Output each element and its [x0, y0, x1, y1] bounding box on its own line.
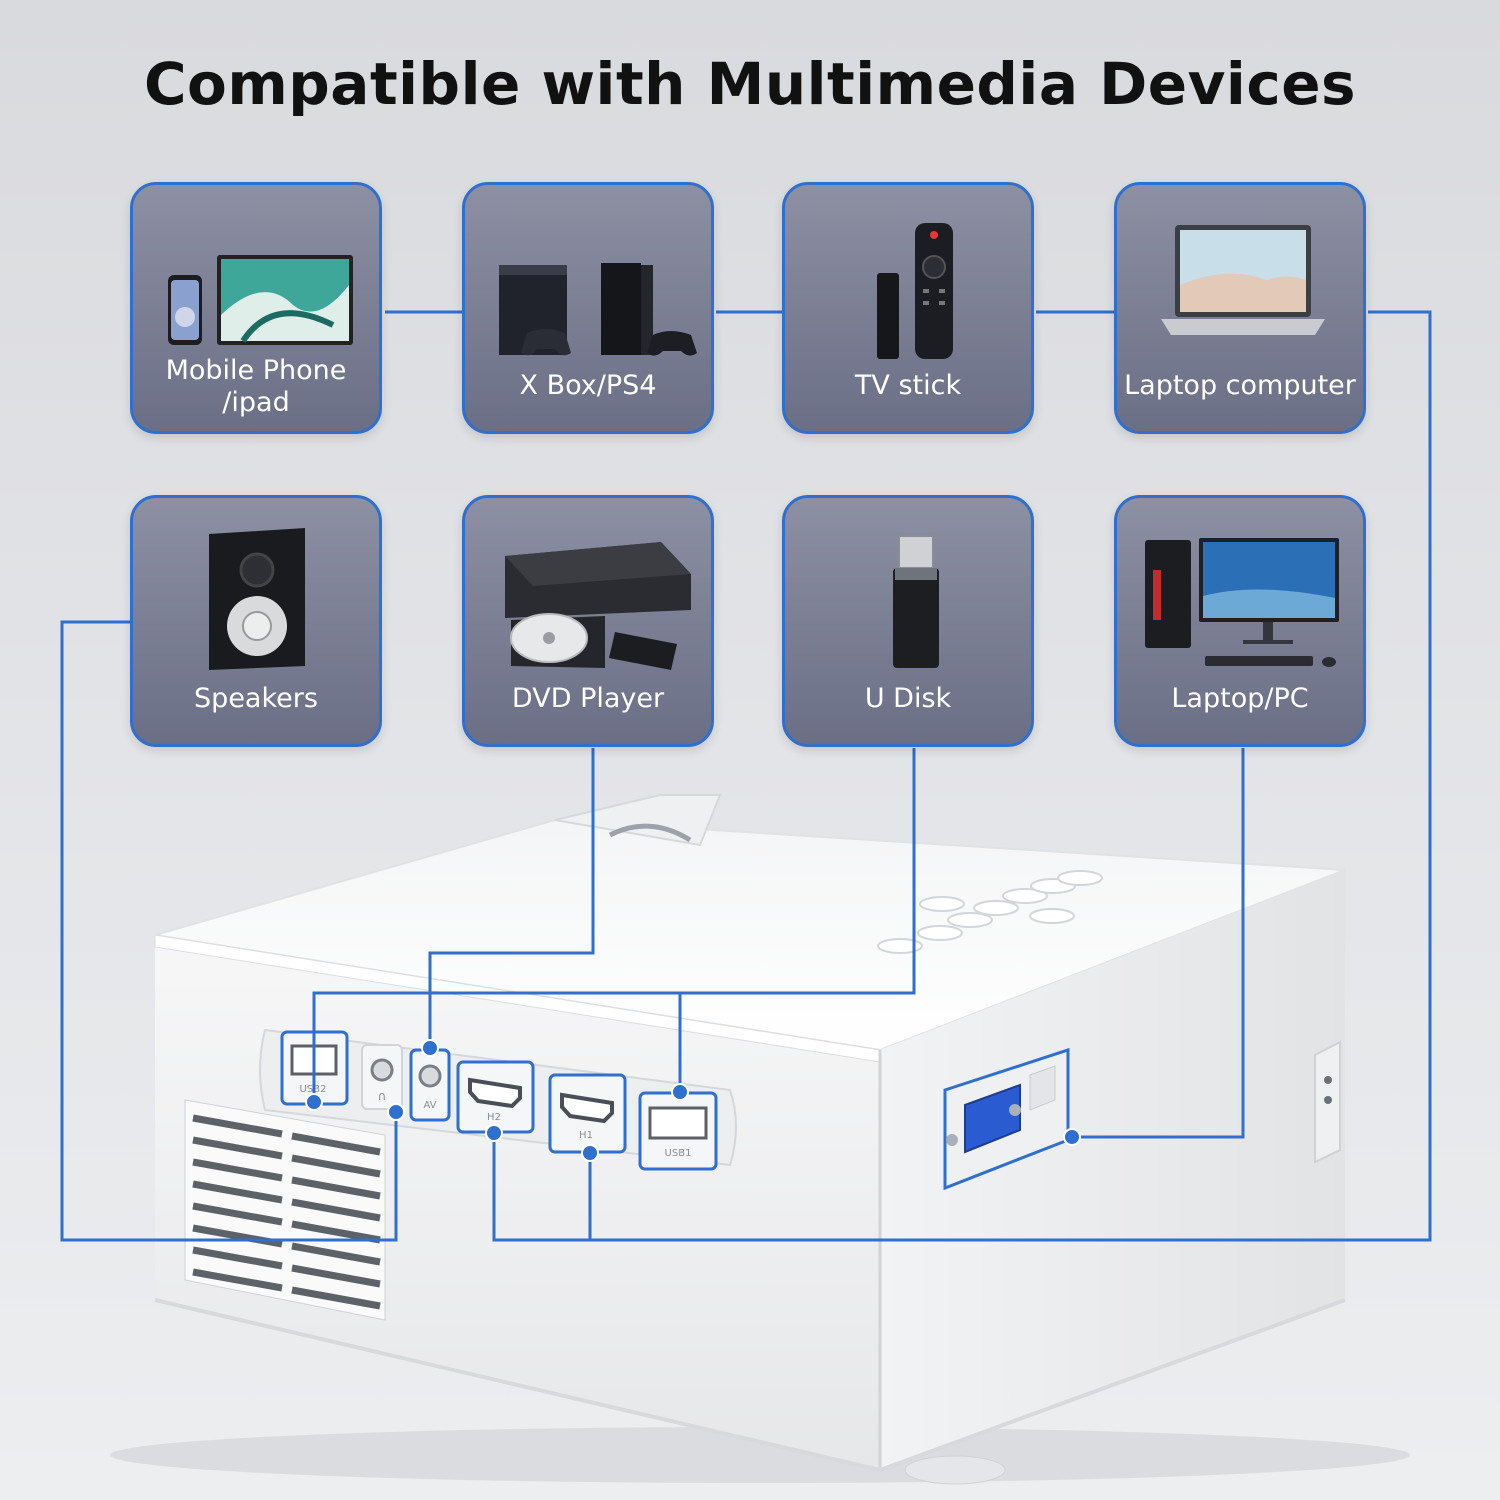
dvd-to-av-line — [428, 748, 595, 1048]
usb-drive-icon — [893, 535, 939, 668]
connector-dot — [387, 1103, 405, 1121]
device-label: Laptop computer — [1124, 370, 1356, 401]
hdmi1-port: H1 — [548, 1073, 627, 1154]
device-label: U Disk — [864, 683, 952, 714]
device-card-laptop: Laptop computer — [1114, 182, 1366, 434]
av-port: AV — [409, 1048, 451, 1122]
connector-dot — [485, 1124, 503, 1142]
connector-dot — [671, 1083, 689, 1101]
hdmi2-label: H2 — [487, 1112, 501, 1123]
device-card-pc: Laptop/PC — [1114, 495, 1366, 747]
device-label: DVD Player — [511, 683, 665, 714]
game-console-icon — [499, 263, 697, 356]
headphone-label: ∩ — [378, 1089, 387, 1103]
device-label: Laptop/PC — [1171, 683, 1309, 714]
udisk-to-usb-line — [312, 748, 916, 1102]
device-label: TV stick — [854, 370, 962, 401]
headphone-port: ∩ — [361, 1044, 403, 1110]
phone-tablet-icon — [168, 255, 353, 345]
connector-dot — [421, 1039, 439, 1057]
tv-stick-icon — [877, 223, 953, 359]
hdmi1-label: H1 — [579, 1130, 593, 1141]
connector-dot — [1063, 1128, 1081, 1146]
device-card-speakers: Speakers — [130, 495, 382, 747]
page-title: Compatible with Multimedia Devices — [143, 50, 1357, 118]
laptop-icon — [1161, 225, 1325, 335]
device-card-mobile: Mobile Phone /ipad — [130, 182, 382, 434]
device-card-console: X Box/PS4 — [462, 182, 714, 434]
device-label: Mobile Phone /ipad — [165, 355, 347, 418]
device-card-dvd: DVD Player — [462, 495, 714, 747]
pc-to-vga-line — [1072, 748, 1245, 1139]
usb1-label: USB1 — [665, 1148, 692, 1159]
device-label: X Box/PS4 — [519, 370, 657, 401]
desktop-pc-icon — [1145, 538, 1339, 667]
av-label: AV — [423, 1100, 436, 1111]
speakers-to-headphone-line — [60, 620, 398, 1242]
dvd-player-icon — [505, 542, 691, 670]
device-card-tvstick: TV stick — [782, 182, 1034, 434]
speaker-icon — [209, 528, 305, 670]
connector-dot — [305, 1093, 323, 1111]
connector-dot — [581, 1144, 599, 1162]
device-label: Speakers — [194, 683, 318, 714]
laptop-to-hdmi-line — [492, 310, 1432, 1242]
hdmi2-port: H2 — [456, 1060, 535, 1134]
device-card-udisk: U Disk — [782, 495, 1034, 747]
